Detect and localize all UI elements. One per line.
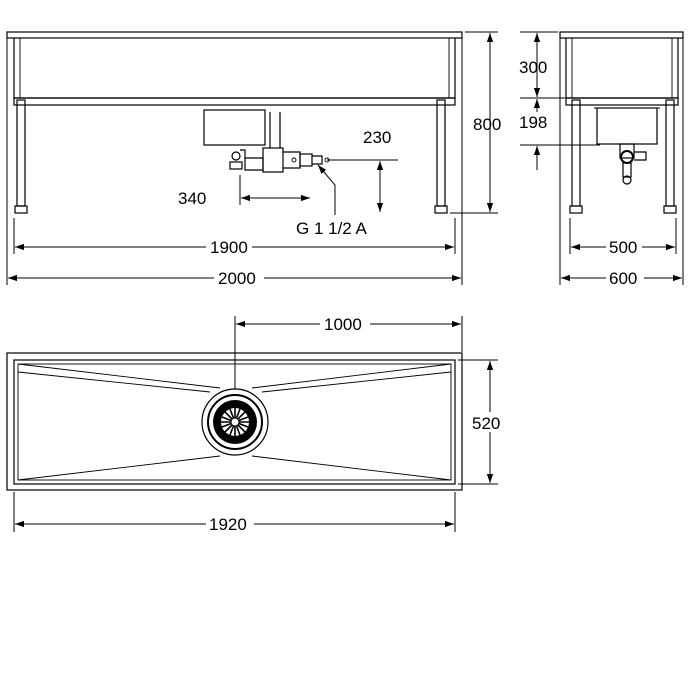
front-legs bbox=[14, 99, 448, 214]
front-view: 800 230 340 G 1 1/2 A 1900 2000 bbox=[6, 31, 501, 288]
dim-trap-drop: 198 bbox=[519, 113, 547, 132]
front-outlet-fitting bbox=[229, 147, 330, 173]
dim-depth-legs: 500 bbox=[609, 238, 637, 257]
front-rim bbox=[6, 31, 463, 39]
drain-strainer bbox=[201, 388, 269, 456]
side-basin bbox=[565, 38, 679, 99]
thread-label: G 1 1/2 A bbox=[296, 219, 368, 238]
side-rim bbox=[559, 31, 684, 39]
top-slope-lines bbox=[17, 363, 452, 481]
dim-basin-depth: 300 bbox=[519, 58, 547, 77]
top-view: 1000 520 1920 bbox=[6, 313, 510, 534]
front-frame-rail bbox=[13, 97, 456, 106]
side-siphon bbox=[619, 143, 647, 185]
dim-drain-offset: 1000 bbox=[324, 315, 362, 334]
dim-height: 800 bbox=[473, 115, 501, 134]
side-trap-box bbox=[596, 107, 658, 145]
side-view: 300 198 500 600 bbox=[519, 31, 684, 288]
dim-inner-width: 1920 bbox=[209, 515, 247, 534]
dim-outlet-height: 230 bbox=[363, 128, 391, 147]
dim-inner-depth: 520 bbox=[472, 414, 500, 433]
dim-outlet-offset: 340 bbox=[178, 189, 206, 208]
dim-width-legs: 1900 bbox=[210, 238, 248, 257]
front-basin bbox=[13, 38, 456, 99]
front-trap-box bbox=[203, 109, 266, 146]
dim-depth-overall: 600 bbox=[609, 269, 637, 288]
dim-width-overall: 2000 bbox=[218, 269, 256, 288]
